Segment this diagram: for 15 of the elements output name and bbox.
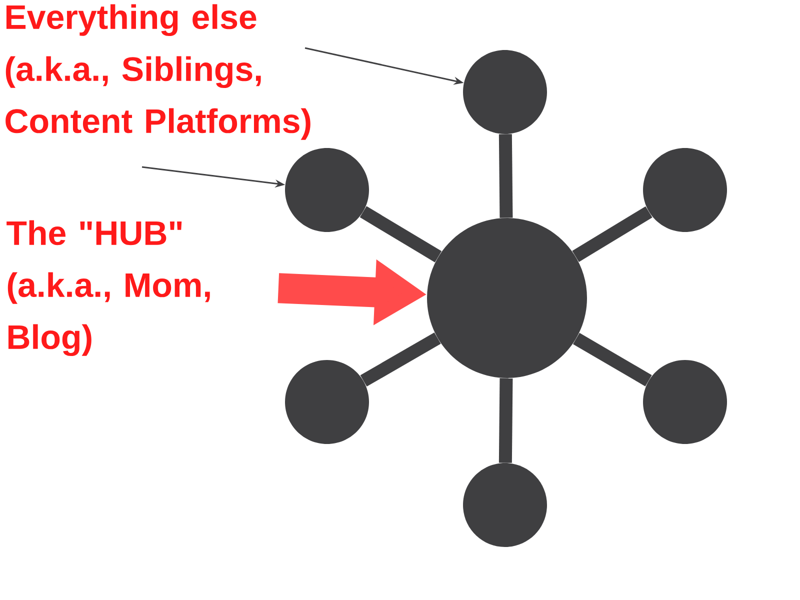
node-circle: [463, 50, 547, 134]
spoke-line: [498, 134, 513, 218]
spoke-line: [498, 378, 513, 463]
spoke-line: [572, 206, 652, 262]
spoke-line: [360, 332, 441, 387]
node-circle: [643, 148, 727, 232]
spoke-line: [572, 332, 652, 386]
node-circle: [643, 360, 727, 444]
node-circle: [285, 360, 369, 444]
label-text: Everything else (a.k.a., Siblings, Content Platforms): [6, 4, 310, 140]
node-circle: [285, 148, 369, 232]
spoke-line: [360, 206, 442, 262]
label-text: The "HUB" (a.k.a., Mom, Blog): [6, 220, 210, 356]
hub-circle: [427, 218, 587, 378]
node-circle: [463, 463, 547, 547]
